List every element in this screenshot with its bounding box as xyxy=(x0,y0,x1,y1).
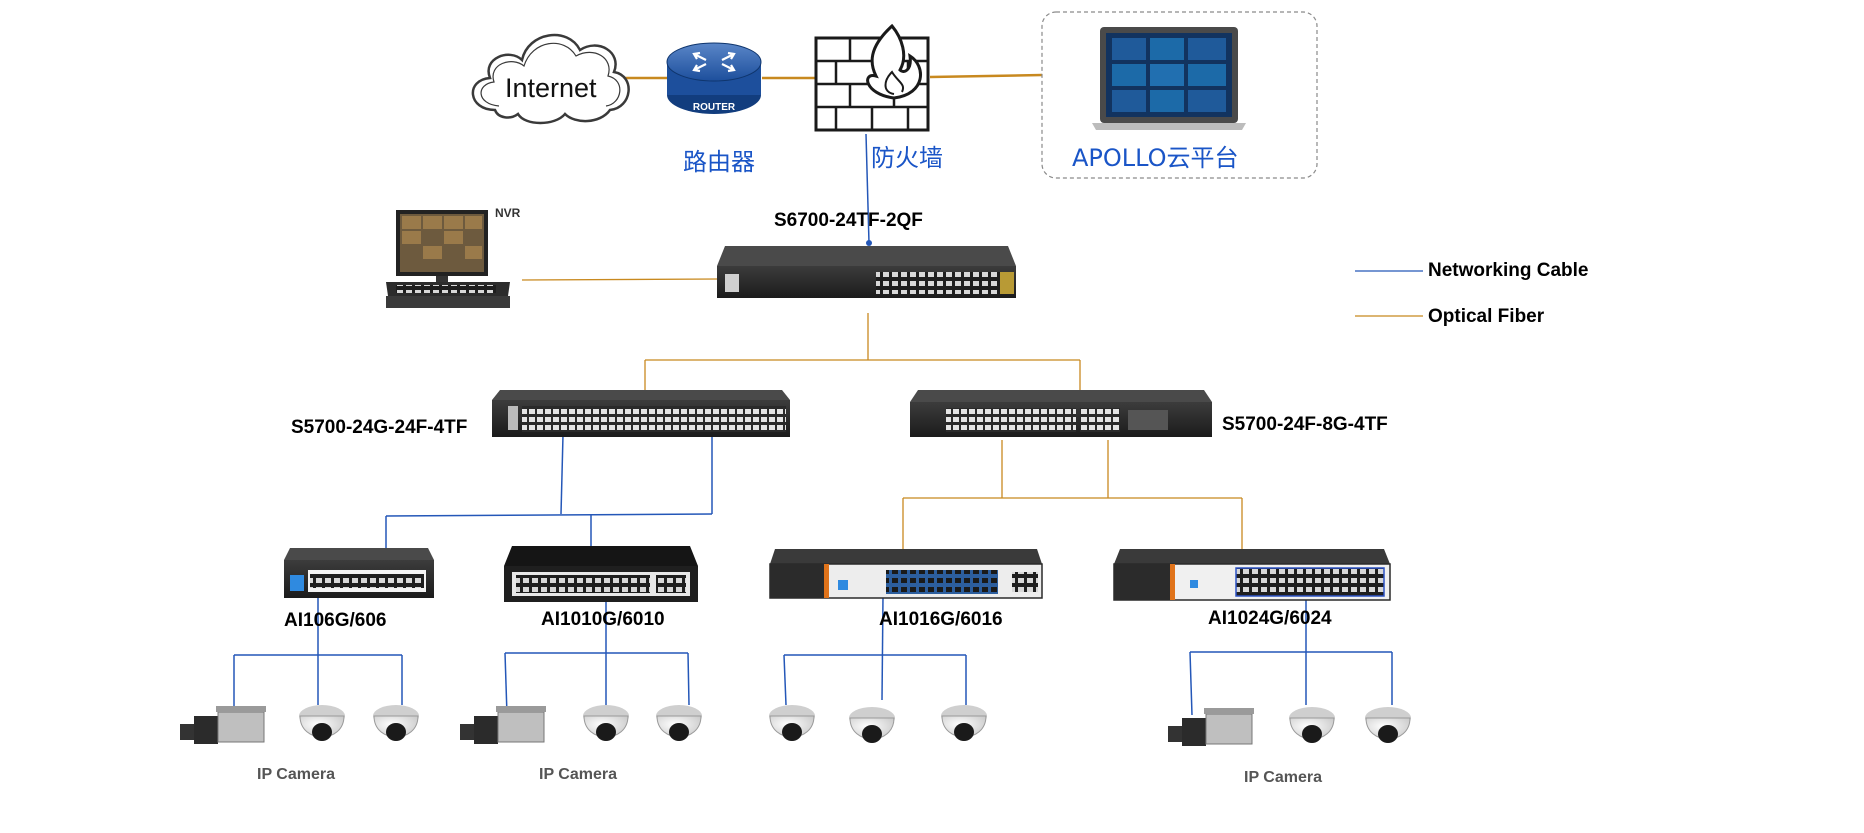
firewall-icon xyxy=(814,23,930,132)
agg-switch-left-label: S5700-24G-24F-4TF xyxy=(291,417,468,438)
poe-switch-1-label: AI106G/606 xyxy=(284,610,387,631)
internet-cloud-icon xyxy=(471,33,630,125)
camera-group-2-label: IP Camera xyxy=(539,766,617,783)
nvr-label: NVR xyxy=(495,206,521,220)
poe-switch-3-label: AI1016G/6016 xyxy=(879,609,1003,630)
core-switch-icon xyxy=(717,246,1016,298)
legend-optical-fiber-label: Optical Fiber xyxy=(1428,306,1545,327)
core-switch-label: S6700-24TF-2QF xyxy=(774,210,923,231)
agg-switch-right-icon xyxy=(910,390,1212,437)
cable-firewall-core xyxy=(865,133,870,244)
poe-switch-1-icon xyxy=(284,548,434,598)
dome-camera-icon xyxy=(769,705,815,741)
dome-camera-icon xyxy=(299,705,345,741)
poe-switch-2-label: AI1010G/6010 xyxy=(541,609,665,630)
bullet-camera-icon xyxy=(180,706,266,744)
poe-switch-4-label: AI1024G/6024 xyxy=(1208,608,1332,629)
laptop-icon xyxy=(1092,27,1246,130)
router-label: 路由器 xyxy=(683,148,755,176)
cable-junction-dot xyxy=(866,240,872,246)
dome-camera-icon xyxy=(583,705,629,741)
camera-group-1-label: IP Camera xyxy=(257,766,335,783)
bullet-camera-icon xyxy=(460,706,546,744)
fiber-firewall-cloud xyxy=(929,73,1043,79)
fiber-nvr-core xyxy=(521,278,719,281)
firewall-label: 防火墙 xyxy=(871,144,943,172)
dome-camera-icon xyxy=(941,705,987,741)
router-badge: ROUTER xyxy=(693,102,736,113)
dome-camera-icon xyxy=(849,707,895,743)
poe-switch-4-icon xyxy=(1113,549,1391,601)
legend-networking-cable-label: Networking Cable xyxy=(1428,260,1589,281)
agg-switch-left-icon xyxy=(492,390,790,437)
poe-switch-3-icon xyxy=(769,549,1043,599)
cloud-platform-label: APOLLO云平台 xyxy=(1072,144,1239,172)
agg-switch-right-label: S5700-24F-8G-4TF xyxy=(1222,414,1388,435)
dome-camera-icon xyxy=(1365,707,1411,743)
bullet-camera-icon xyxy=(1168,708,1254,746)
cloud-platform-box xyxy=(1041,11,1318,179)
optical-fibers xyxy=(521,278,1243,550)
internet-label: Internet xyxy=(505,73,597,103)
dome-camera-icon xyxy=(1289,707,1335,743)
network-cables xyxy=(233,133,1393,716)
nvr-icon xyxy=(386,210,510,308)
camera-group-3-label: IP Camera xyxy=(1244,769,1322,786)
dome-camera-icon xyxy=(373,705,419,741)
poe-switch-2-icon xyxy=(504,546,698,602)
router-icon: ROUTER xyxy=(666,42,762,114)
dome-camera-icon xyxy=(656,705,702,741)
